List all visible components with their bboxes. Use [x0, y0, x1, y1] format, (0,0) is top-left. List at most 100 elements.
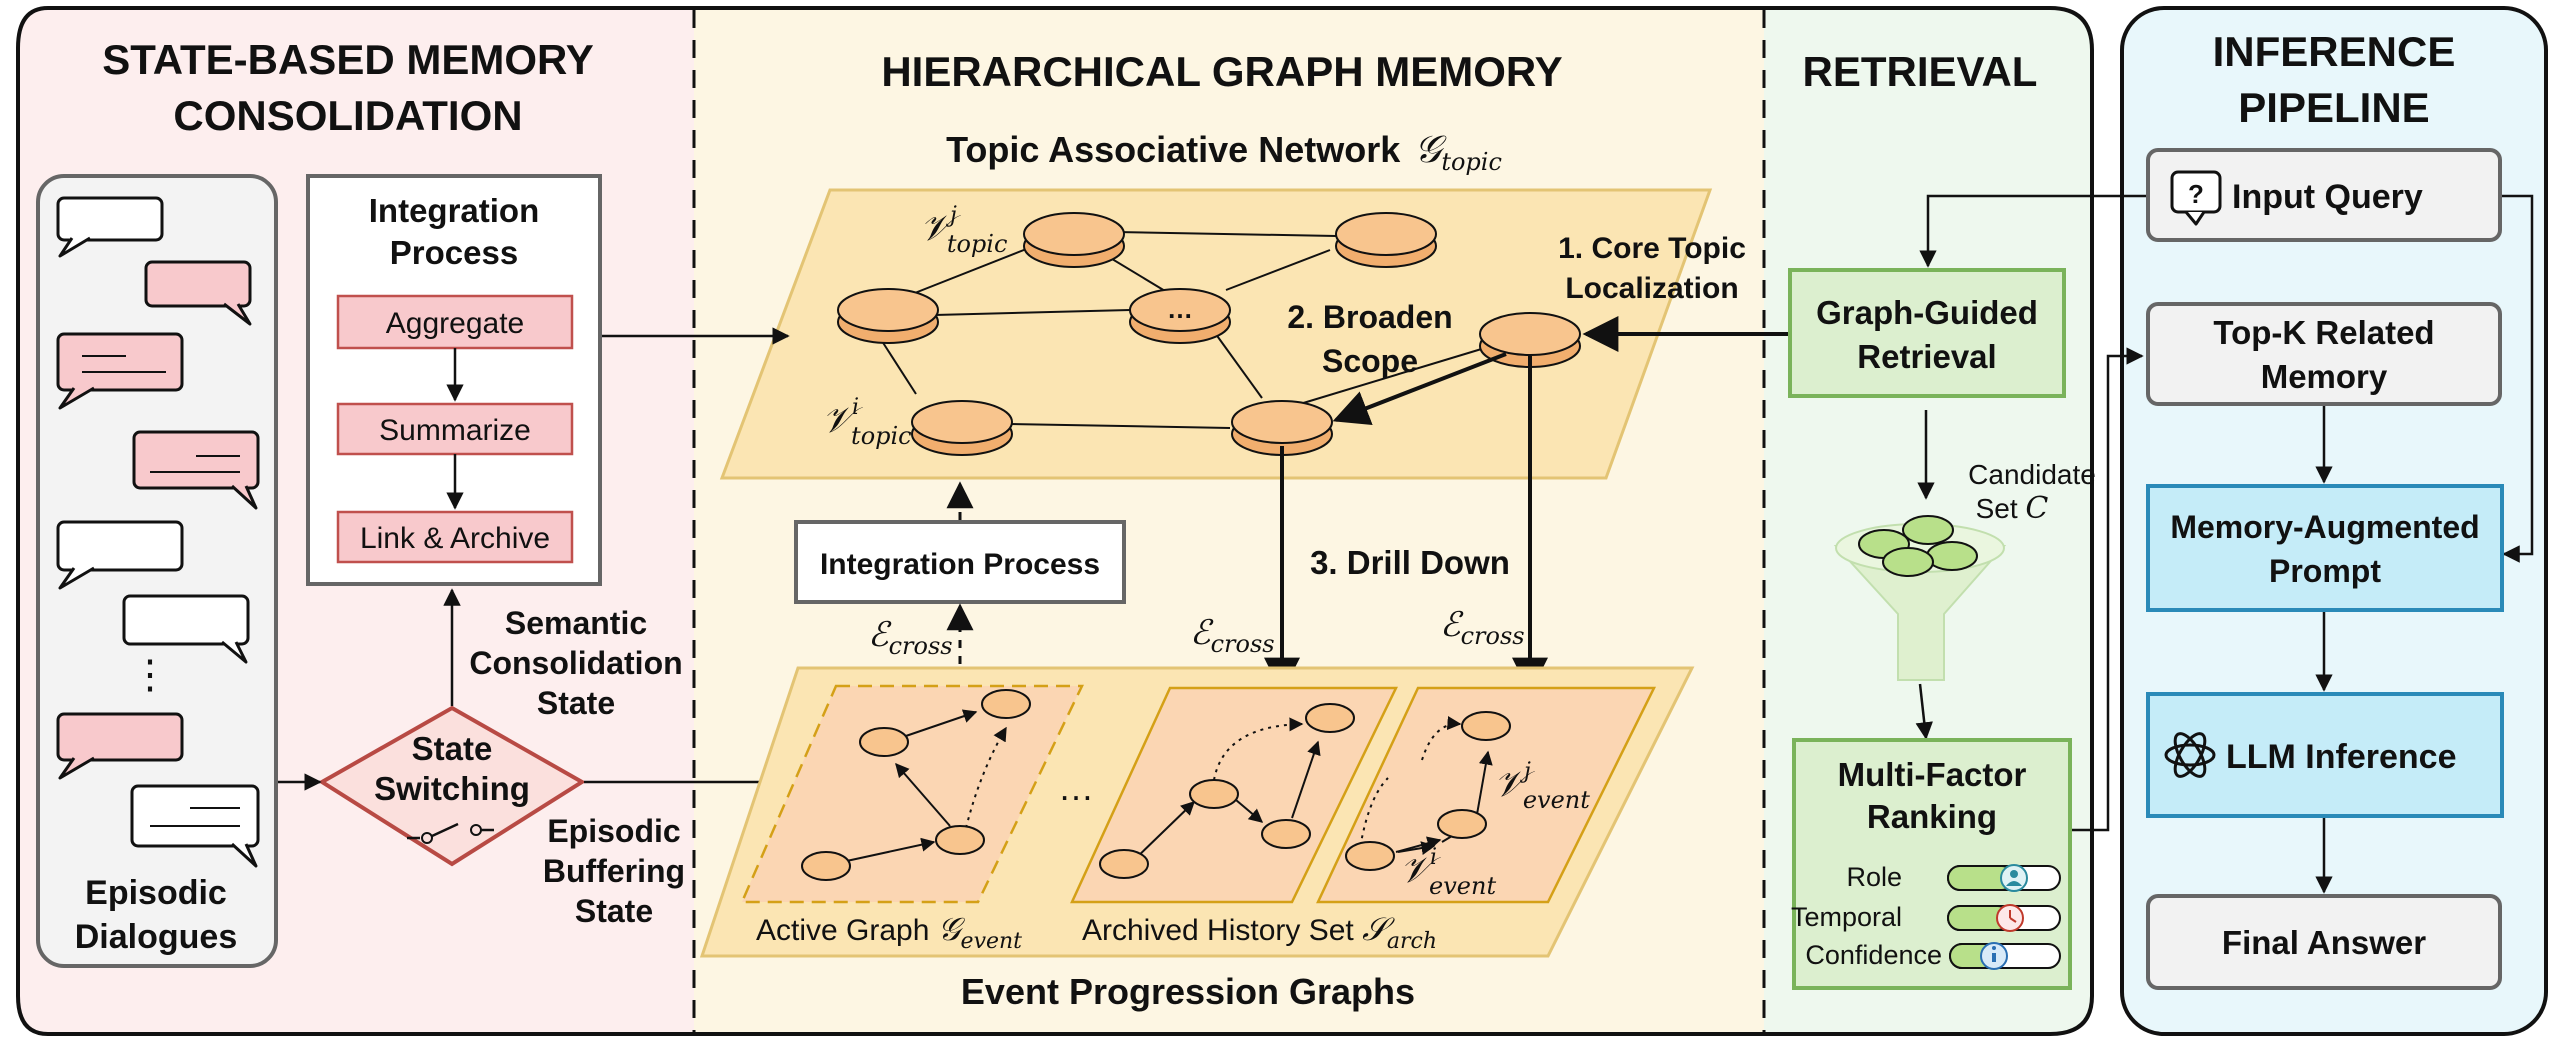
e-cross-label: ℰcross [868, 615, 953, 660]
top-k-line2: Memory [2261, 358, 2388, 395]
confidence-slider [1949, 942, 2061, 970]
dialogue-ellipsis: ⋮ [130, 653, 170, 697]
llm-inference-box: LLM Inference [2146, 692, 2504, 818]
ranking-line1: Multi-Factor [1838, 756, 2027, 793]
memory-augmented-prompt-box: Memory-Augmented Prompt [2146, 484, 2504, 612]
topic-node [911, 400, 1013, 456]
active-graph-panel [740, 684, 1084, 904]
episodic-state-line2: Buffering [543, 853, 685, 889]
core-topic-line1: 1. Core Topic [1558, 232, 1746, 265]
chat-bubble-icon [132, 430, 260, 510]
event-node [859, 727, 909, 757]
multi-factor-ranking-box: Multi-Factor Ranking Role Temporal Confi… [1791, 738, 2072, 990]
chat-bubble-icon [56, 196, 164, 258]
event-node [801, 851, 851, 881]
graph-guided-retrieval-box: Graph-Guided Retrieval [1788, 268, 2066, 398]
integration-process-box: Integration Process Aggregate Summarize … [306, 174, 602, 586]
integration-title-line2: Process [390, 234, 518, 271]
integration-title-line1: Integration [369, 192, 540, 229]
consolidation-title-line2: CONSOLIDATION [173, 92, 522, 139]
episodic-state-line3: State [575, 893, 653, 929]
candidate-set-line1: Candidate [1968, 459, 2096, 490]
link-archive-step [336, 510, 574, 564]
active-graph-label: Active Graph 𝒢event [756, 910, 1022, 954]
semantic-state-line3: State [537, 685, 615, 721]
chat-bubble-icon [56, 712, 184, 780]
switch-icon [407, 822, 494, 844]
e-cross-label: ℰcross [1440, 605, 1525, 650]
inference-title-line1: INFERENCE [2213, 28, 2456, 75]
prompt-line2: Prompt [2269, 553, 2381, 589]
event-graphs-title: Event Progression Graphs [961, 971, 1415, 1012]
e-cross-label: ℰcross [1190, 613, 1275, 658]
factor-temporal-label: Temporal [1791, 902, 1902, 932]
input-query-label: Input Query [2232, 178, 2423, 216]
episodic-label-line1: Episodic [85, 874, 227, 912]
topic-node: … [1129, 288, 1231, 344]
llm-logo-icon [2164, 732, 2216, 778]
event-panels-ellipsis: … [1058, 767, 1094, 808]
topic-node [837, 288, 939, 344]
event-node [981, 689, 1031, 719]
event-node [1099, 849, 1149, 879]
event-node [1437, 809, 1487, 839]
chat-bubble-icon [130, 784, 260, 868]
graph-guided-line1: Graph-Guided [1816, 294, 2038, 331]
temporal-slider [1947, 904, 2061, 932]
inference-title-line2: PIPELINE [2238, 84, 2429, 131]
top-k-line1: Top-K Related [2213, 314, 2434, 351]
event-node [1461, 711, 1511, 741]
funnel-icon [1833, 515, 2007, 681]
summarize-step [336, 402, 574, 456]
archived-set-label: Archived History Set 𝒮arch [1082, 910, 1437, 954]
input-query-box: ? Input Query [2146, 148, 2502, 242]
final-answer-box: Final Answer [2146, 894, 2502, 990]
core-topic-line2: Localization [1565, 272, 1738, 305]
graph-memory-title: HIERARCHICAL GRAPH MEMORY [881, 48, 1562, 95]
state-switching-diamond: State Switching [318, 705, 586, 867]
retrieval-title: RETRIEVAL [1803, 48, 2038, 95]
event-node [1305, 703, 1355, 733]
state-switching-line2: Switching [374, 770, 530, 807]
broaden-scope-line1: 2. Broaden [1287, 299, 1452, 335]
drill-down-label: 3. Drill Down [1310, 544, 1510, 581]
question-bubble-icon: ? [2170, 170, 2222, 226]
event-node [935, 825, 985, 855]
aggregate-step-label: Aggregate [386, 307, 524, 340]
final-answer-label: Final Answer [2222, 924, 2426, 961]
archived-graph-panel [1070, 686, 1398, 904]
topic-node-ellipsis: … [1167, 294, 1193, 324]
event-node [1345, 841, 1395, 871]
graph-guided-line2: Retrieval [1857, 338, 1996, 375]
candidate-set-line2: Set C [1976, 491, 2049, 526]
ranking-line2: Ranking [1867, 798, 1997, 835]
event-node [1261, 819, 1311, 849]
topic-node [1335, 212, 1437, 268]
episodic-label-line2: Dialogues [75, 918, 237, 956]
chat-bubble-icon [56, 520, 184, 590]
chat-bubble-icon [56, 332, 184, 410]
state-switching-line1: State [412, 730, 493, 767]
link-archive-step-label: Link & Archive [360, 522, 550, 555]
top-k-memory-box: Top-K Related Memory [2146, 302, 2502, 406]
chat-bubble-icon [122, 594, 250, 664]
semantic-state-line2: Consolidation [469, 645, 682, 681]
archived-graph-panel [1316, 686, 1657, 904]
chat-bubble-icon [144, 260, 252, 326]
factor-confidence-label: Confidence [1805, 940, 1942, 970]
episodic-dialogues-panel: ⋮ Episodic Dialogues [36, 174, 278, 968]
llm-inference-label: LLM Inference [2226, 738, 2456, 776]
episodic-state-line1: Episodic [547, 813, 680, 849]
archived-graph-edges [1345, 711, 1511, 871]
prompt-line1: Memory-Augmented [2170, 509, 2479, 545]
broaden-scope-line2: Scope [1322, 343, 1418, 379]
summarize-step-label: Summarize [379, 414, 531, 447]
consolidation-title-line1: STATE-BASED MEMORY [102, 36, 594, 83]
svg-text:Integration Process: Integration Process [820, 548, 1100, 581]
event-node [1189, 779, 1239, 809]
query-icon-glyph: ? [2188, 179, 2204, 209]
topic-node [1023, 212, 1125, 268]
